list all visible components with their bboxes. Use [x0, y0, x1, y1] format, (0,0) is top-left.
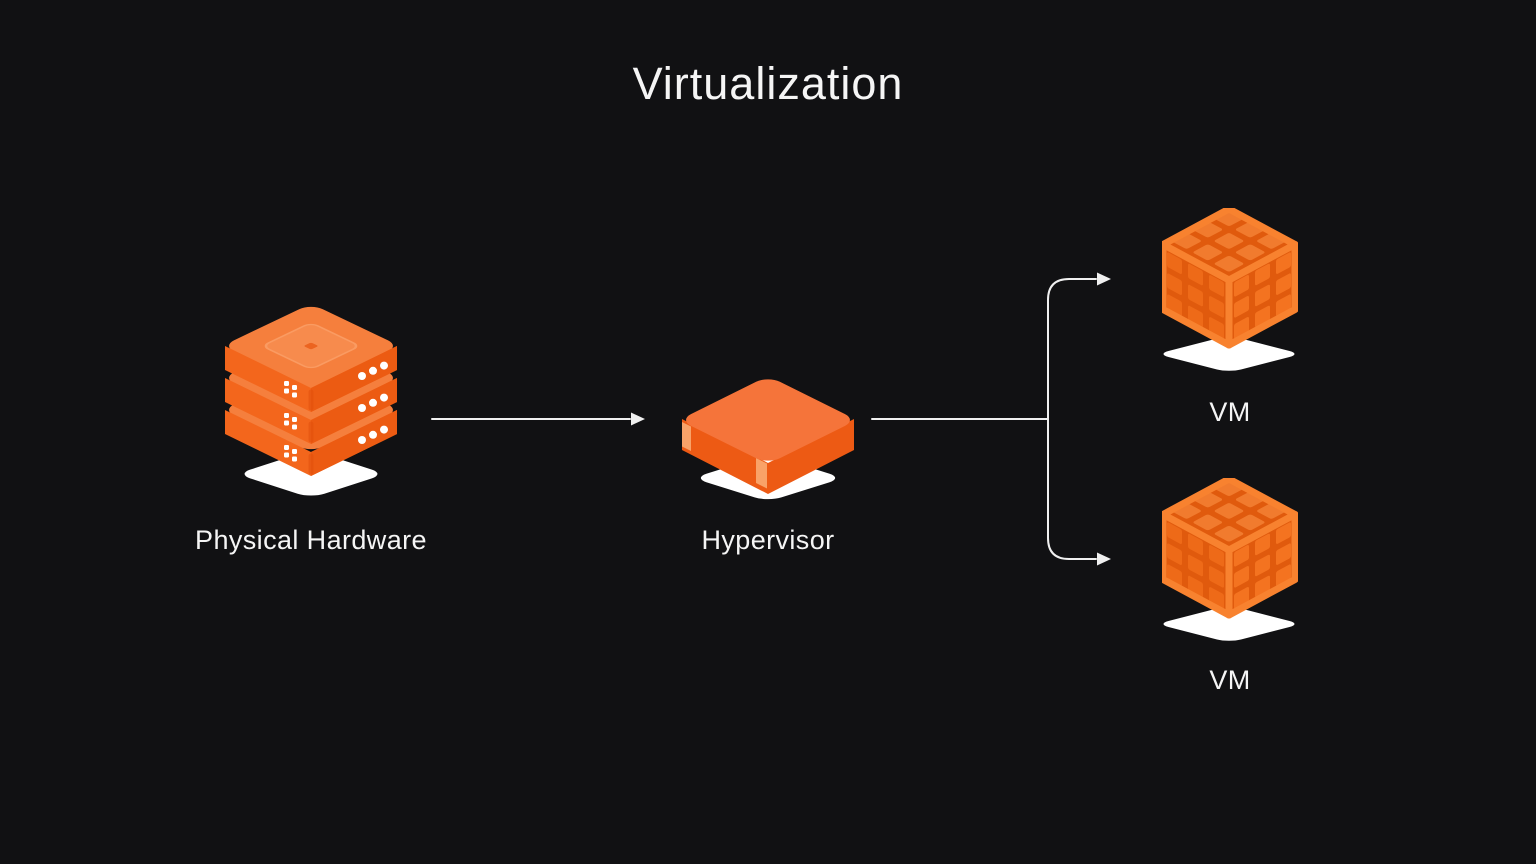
vm-cube-icon: [1162, 478, 1298, 656]
vm-bottom-label: VM: [1209, 665, 1251, 695]
server-stack-icon: [222, 304, 400, 496]
diagram-title: Virtualization: [632, 58, 904, 109]
node-physical-hardware: Physical Hardware: [161, 304, 461, 556]
hypervisor-label: Hypervisor: [701, 525, 835, 555]
node-hypervisor: Hypervisor: [618, 374, 918, 556]
vm-cube-icon: [1162, 208, 1298, 386]
node-vm-top: VM: [1080, 208, 1380, 428]
physical-hardware-label: Physical Hardware: [195, 525, 427, 555]
node-vm-bottom: VM: [1080, 478, 1380, 696]
hypervisor-layer-icon: [682, 379, 854, 500]
vm-top-label: VM: [1209, 397, 1251, 427]
